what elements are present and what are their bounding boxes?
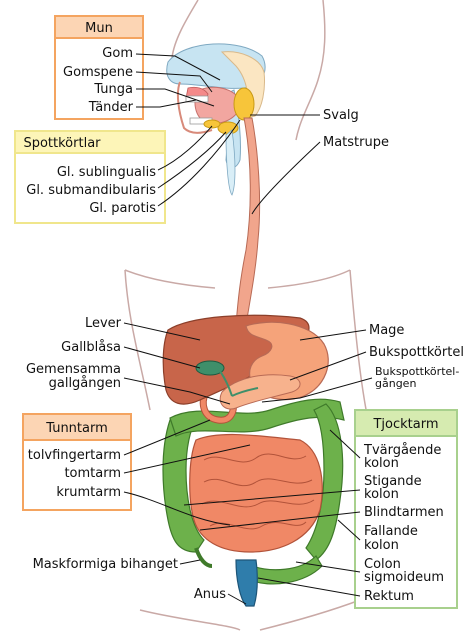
small-intestine-mass	[189, 433, 323, 553]
label-fallande-2: kolon	[364, 538, 399, 553]
tjocktarm-group-box: Tjocktarm Tvärgående kolon Stigande kolo…	[354, 409, 458, 609]
label-svalg: Svalg	[323, 108, 359, 123]
label-gallgang-2: gallgången	[49, 376, 121, 391]
label-gallgang-1: Gemensamma	[26, 362, 121, 377]
label-gom: Gom	[102, 46, 133, 61]
label-colon-2: sigmoideum	[364, 570, 444, 585]
label-mage: Mage	[369, 323, 404, 338]
label-anus: Anus	[194, 587, 226, 602]
label-colon-1: Colon	[364, 557, 401, 572]
label-tolvfingertarm: tolvfingertarm	[28, 448, 121, 463]
tjocktarm-title: Tjocktarm	[372, 417, 438, 432]
label-gl-parotis: Gl. parotis	[89, 201, 156, 216]
label-krumtarm: krumtarm	[56, 485, 121, 500]
sublingual-gland	[203, 119, 221, 129]
label-gomspene: Gomspene	[63, 65, 133, 80]
gallbladder-shape	[195, 360, 225, 376]
label-bukspottkortel: Bukspottkörtel	[369, 345, 464, 360]
label-bukgang-1: Bukspottkörtel-	[375, 365, 459, 378]
rectum-shape	[235, 559, 258, 607]
label-bukgang-2: gången	[375, 377, 416, 390]
leader-lines	[123, 53, 373, 605]
trachea-shape	[225, 129, 236, 196]
label-stigande-2: kolon	[364, 487, 399, 502]
label-lever: Lever	[85, 316, 122, 331]
tunntarm-title: Tunntarm	[45, 421, 108, 436]
label-matstrupe: Matstrupe	[323, 135, 389, 150]
label-tander: Tänder	[88, 100, 134, 115]
spottkortlar-title: Spottkörtlar	[23, 136, 101, 151]
appendix-shape	[194, 547, 213, 568]
label-gl-sublingualis: Gl. sublingualis	[57, 165, 156, 180]
label-tvargaende-1: Tvärgående	[363, 443, 441, 458]
label-fallande-1: Fallande	[364, 524, 418, 539]
label-stigande-1: Stigande	[364, 474, 422, 489]
large-intestine	[162, 398, 345, 607]
transverse-colon-shape	[169, 398, 345, 437]
tunntarm-group-box: Tunntarm tolvfingertarm tomtarm krumtarm	[22, 413, 132, 511]
label-tunga: Tunga	[93, 82, 133, 97]
label-tvargaende-2: kolon	[364, 456, 399, 471]
label-rektum: Rektum	[364, 589, 414, 604]
mun-group-box: Mun Gom Gomspene Tunga Tänder	[54, 15, 144, 120]
body-outline	[124, 0, 369, 631]
pancreas-shape	[219, 374, 301, 410]
sigmoid-colon-shape	[249, 555, 323, 585]
mun-title: Mun	[85, 21, 113, 36]
teeth-upper	[185, 95, 209, 103]
spottkortlar-group-box: Spottkörtlar Gl. sublingualis Gl. subman…	[14, 130, 166, 224]
lip-shape	[176, 81, 213, 134]
head-organs	[166, 43, 266, 196]
bile-duct-shape	[213, 363, 259, 397]
label-gallblasa: Gallblåsa	[61, 340, 121, 355]
label-tomtarm: tomtarm	[64, 466, 121, 481]
label-blindtarmen: Blindtarmen	[364, 505, 444, 520]
small-intestine	[189, 390, 323, 553]
label-maskformiga: Maskformiga bihanget	[33, 557, 178, 572]
label-gl-submandibularis: Gl. submandibularis	[26, 183, 156, 198]
